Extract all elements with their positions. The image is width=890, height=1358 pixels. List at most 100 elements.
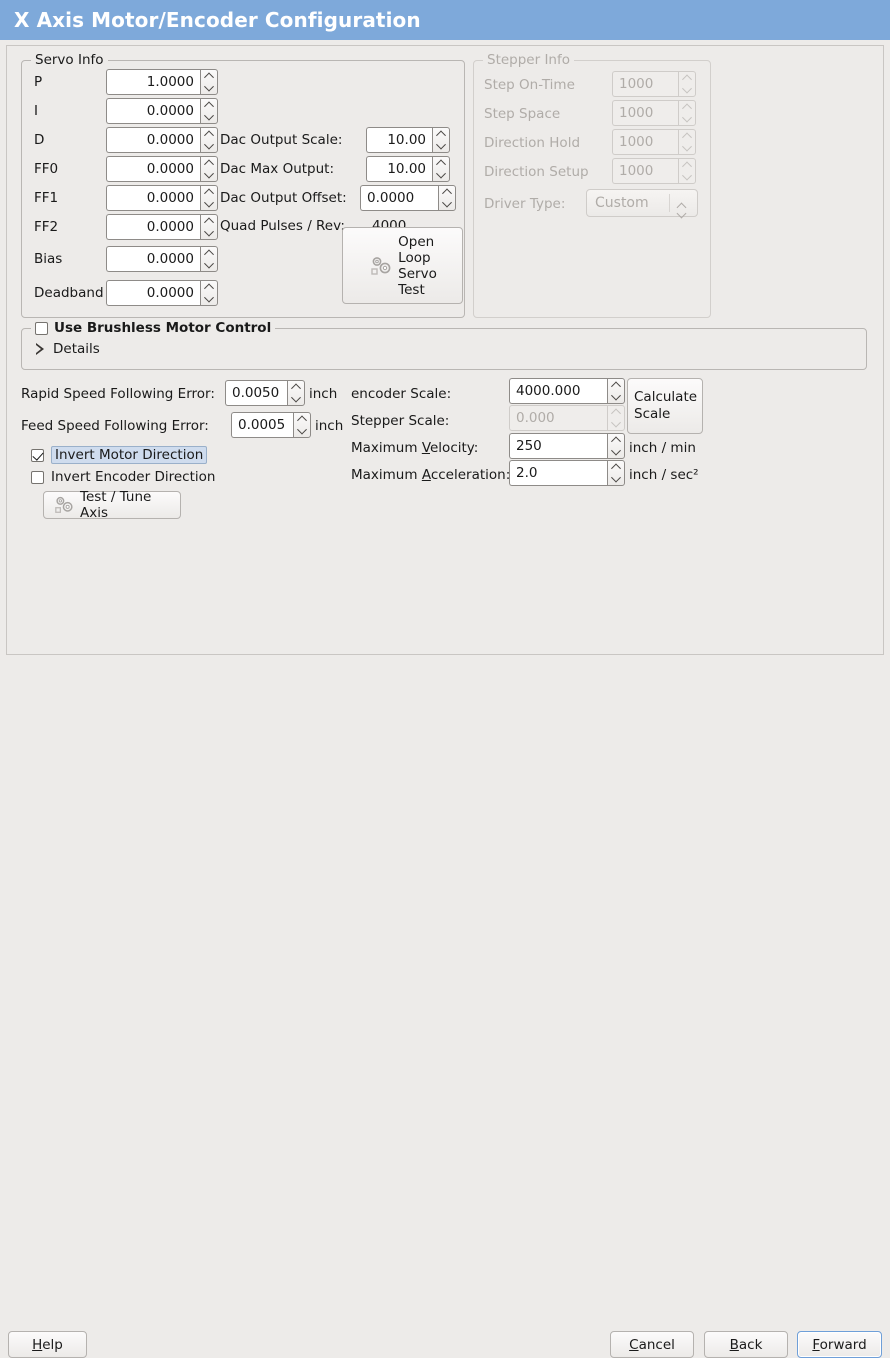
spin-up-icon[interactable] <box>201 128 217 140</box>
cancel-button[interactable]: Cancel <box>610 1331 694 1358</box>
spin-up-icon[interactable] <box>294 413 310 425</box>
servo-spin-ff1[interactable]: 0.0000 <box>106 185 218 211</box>
forward-button[interactable]: Forward <box>797 1331 882 1358</box>
spin-down-icon[interactable] <box>201 169 217 181</box>
spin-down-icon[interactable] <box>433 140 449 152</box>
spin-up-icon[interactable] <box>201 186 217 198</box>
feed-spin-buttons[interactable] <box>293 412 311 438</box>
spin-down-icon[interactable] <box>201 293 217 305</box>
spin-down-icon[interactable] <box>201 111 217 123</box>
spin-down-icon[interactable] <box>608 446 624 458</box>
open-loop-servo-test-button[interactable]: Open Loop Servo Test <box>342 227 463 304</box>
use-brushless-motor-control-label: Use Brushless Motor Control <box>54 320 272 336</box>
maximum-acceleration-value[interactable]: 2.0 <box>509 460 607 486</box>
spin-up-icon[interactable] <box>288 381 304 393</box>
dac-output-offset-spin[interactable]: 0.0000 <box>360 185 456 211</box>
maximum-velocity-value[interactable]: 250 <box>509 433 607 459</box>
spin-down-icon[interactable] <box>201 227 217 239</box>
spin-up-icon[interactable] <box>608 379 624 391</box>
spin-up-icon[interactable] <box>201 70 217 82</box>
spin-up-icon[interactable] <box>201 215 217 227</box>
spin-up-icon[interactable] <box>433 157 449 169</box>
spin-down-icon[interactable] <box>608 473 624 485</box>
servo-spin-d[interactable]: 0.0000 <box>106 127 218 153</box>
rapid-spin-buttons[interactable] <box>287 380 305 406</box>
servo-spin-buttons-ff1[interactable] <box>200 185 218 211</box>
servo-spin-buttons-p[interactable] <box>200 69 218 95</box>
rapid-following-error-spin[interactable]: 0.0050 <box>225 380 305 406</box>
brushless-title-area[interactable]: Use Brushless Motor Control <box>31 320 276 336</box>
servo-spin-ff0[interactable]: 0.0000 <box>106 156 218 182</box>
chevron-right-icon[interactable] <box>34 342 46 356</box>
dac-output-scale-value[interactable]: 10.00 <box>366 127 432 153</box>
spin-down-icon[interactable] <box>294 425 310 437</box>
servo-value-deadband[interactable]: 0.0000 <box>106 280 200 306</box>
maximum-acceleration-spin[interactable]: 2.0 <box>509 460 625 486</box>
dac-output-scale-spin-buttons[interactable] <box>432 127 450 153</box>
invert-encoder-direction-label: Invert Encoder Direction <box>51 469 216 485</box>
servo-value-ff0[interactable]: 0.0000 <box>106 156 200 182</box>
spin-up-icon[interactable] <box>201 157 217 169</box>
servo-spin-i[interactable]: 0.0000 <box>106 98 218 124</box>
maximum-velocity-spin-buttons[interactable] <box>607 433 625 459</box>
servo-spin-p[interactable]: 1.0000 <box>106 69 218 95</box>
calculate-scale-button[interactable]: Calculate Scale <box>627 378 703 434</box>
servo-spin-buttons-i[interactable] <box>200 98 218 124</box>
spin-up-icon[interactable] <box>608 461 624 473</box>
spin-up-icon[interactable] <box>608 434 624 446</box>
dac-max-output-spin-buttons[interactable] <box>432 156 450 182</box>
servo-value-ff1[interactable]: 0.0000 <box>106 185 200 211</box>
back-button[interactable]: Back <box>704 1331 788 1358</box>
rapid-following-error-value[interactable]: 0.0050 <box>225 380 287 406</box>
encoder-scale-spin-buttons[interactable] <box>607 378 625 404</box>
spin-up-icon[interactable] <box>201 247 217 259</box>
servo-spin-deadband[interactable]: 0.0000 <box>106 280 218 306</box>
invert-encoder-direction-checkbox[interactable] <box>31 470 44 484</box>
invert-motor-direction-row[interactable]: Invert Motor Direction <box>31 446 208 464</box>
dac-output-offset-spin-buttons[interactable] <box>438 185 456 211</box>
servo-value-p[interactable]: 1.0000 <box>106 69 200 95</box>
maximum-velocity-spin[interactable]: 250 <box>509 433 625 459</box>
invert-motor-direction-label[interactable]: Invert Motor Direction <box>51 446 208 464</box>
servo-value-bias[interactable]: 0.0000 <box>106 246 200 272</box>
encoder-scale-label: encoder Scale: <box>351 386 452 402</box>
spin-down-icon[interactable] <box>201 198 217 210</box>
servo-spin-bias[interactable]: 0.0000 <box>106 246 218 272</box>
spin-down-icon[interactable] <box>608 391 624 403</box>
dac-max-output-spin[interactable]: 10.00 <box>366 156 450 182</box>
feed-following-error-spin[interactable]: 0.0005 <box>231 412 311 438</box>
spin-up-icon[interactable] <box>433 128 449 140</box>
servo-spin-buttons-deadband[interactable] <box>200 280 218 306</box>
spin-down-icon[interactable] <box>433 169 449 181</box>
invert-encoder-direction-row[interactable]: Invert Encoder Direction <box>31 469 215 485</box>
servo-spin-ff2[interactable]: 0.0000 <box>106 214 218 240</box>
encoder-scale-spin[interactable]: 4000.000 <box>509 378 625 404</box>
encoder-scale-value[interactable]: 4000.000 <box>509 378 607 404</box>
details-expander[interactable]: Details <box>34 341 100 357</box>
servo-spin-buttons-bias[interactable] <box>200 246 218 272</box>
dac-max-output-value[interactable]: 10.00 <box>366 156 432 182</box>
spin-down-icon[interactable] <box>439 198 455 210</box>
servo-value-i[interactable]: 0.0000 <box>106 98 200 124</box>
test-tune-axis-button[interactable]: Test / Tune Axis <box>43 489 181 521</box>
spin-up-icon[interactable] <box>439 186 455 198</box>
use-brushless-motor-control-checkbox[interactable] <box>35 321 48 335</box>
servo-spin-buttons-d[interactable] <box>200 127 218 153</box>
servo-value-d[interactable]: 0.0000 <box>106 127 200 153</box>
spin-up-icon[interactable] <box>201 281 217 293</box>
servo-value-ff2[interactable]: 0.0000 <box>106 214 200 240</box>
invert-motor-direction-checkbox[interactable] <box>31 448 44 462</box>
help-button[interactable]: Help <box>8 1331 87 1358</box>
spin-down-icon[interactable] <box>201 82 217 94</box>
spin-down-icon[interactable] <box>288 393 304 405</box>
dac-output-offset-value[interactable]: 0.0000 <box>360 185 438 211</box>
spin-up-icon[interactable] <box>201 99 217 111</box>
servo-spin-buttons-ff2[interactable] <box>200 214 218 240</box>
servo-spin-buttons-ff0[interactable] <box>200 156 218 182</box>
feed-following-error-value[interactable]: 0.0005 <box>231 412 293 438</box>
spin-down-icon[interactable] <box>201 140 217 152</box>
dac-output-scale-spin[interactable]: 10.00 <box>366 127 450 153</box>
spin-down-icon[interactable] <box>201 259 217 271</box>
maximum-acceleration-spin-buttons[interactable] <box>607 460 625 486</box>
driver-type-value: Custom <box>595 195 649 211</box>
